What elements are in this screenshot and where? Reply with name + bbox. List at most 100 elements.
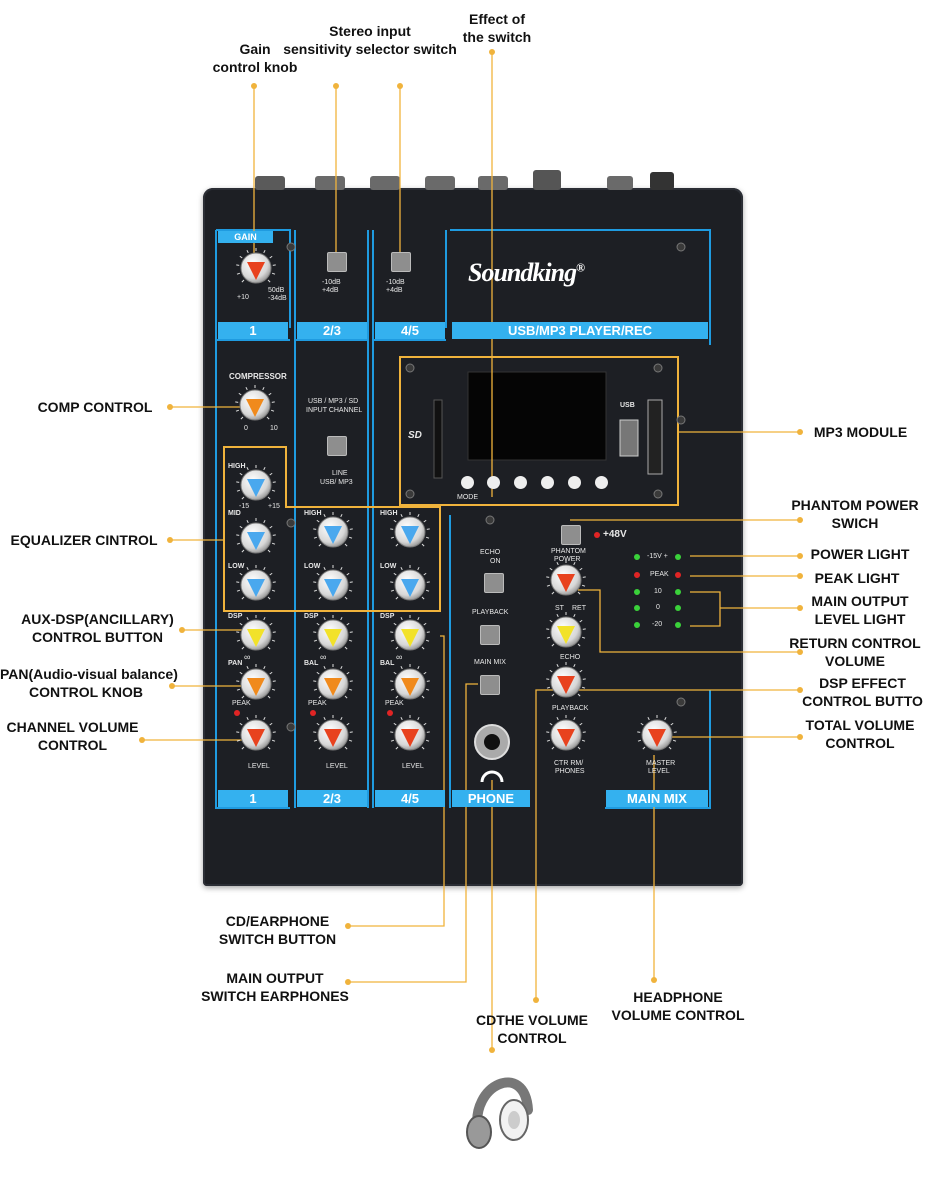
sd-label: SD [408, 430, 422, 441]
mp3-prev-button[interactable] [568, 476, 581, 489]
callout-lines [142, 52, 800, 1050]
callout-pan: PAN(Audio-visual balance) CONTROL KNOB [0, 665, 178, 701]
level-knob-45[interactable] [390, 715, 430, 751]
callout-cd-earphone: CD/EARPHONE SWITCH BUTTON [205, 912, 350, 948]
usb-mp3-label: USB/ MP3 [320, 479, 353, 486]
phantom-adjacent-st-ret-knob[interactable] [546, 560, 586, 596]
eq-scale-1-high-neg: -15 [239, 503, 250, 510]
led-meter [234, 532, 681, 716]
callout-dsp-effect-l1: DSP EFFECT [819, 675, 906, 691]
compressor-label: COMPRESSOR [229, 372, 287, 381]
callout-channel-volume: CHANNEL VOLUME CONTROL [5, 718, 140, 754]
playback-knob[interactable] [546, 662, 586, 698]
comp-scale-10: 10 [270, 425, 278, 432]
dsp-inf-45: ∞ [396, 652, 403, 662]
stereo-45-sensitivity-switch[interactable] [391, 252, 411, 272]
mp3-stop-button[interactable] [514, 476, 527, 489]
main-mix-switch[interactable] [480, 675, 500, 695]
ret-label: RET [572, 605, 586, 612]
callout-channel-volume-l1: CHANNEL VOLUME [6, 719, 139, 735]
callout-cd-volume-l1: CDTHE VOLUME [476, 1012, 588, 1028]
level-label-23: LEVEL [326, 763, 348, 770]
section-borders [215, 229, 711, 809]
eq-high-knob-45[interactable] [390, 512, 430, 548]
bottom-strip-2-3: 2/3 [297, 790, 367, 807]
echo-label: ECHO [480, 549, 501, 556]
callout-total-volume-l1: TOTAL VOLUME [805, 717, 915, 733]
gain-scale-left: +10 [237, 294, 249, 301]
dsp-knob-1[interactable] [236, 615, 276, 651]
bottom-strip-main-mix: MAIN MIX [606, 790, 708, 807]
switch-45-scale-a: -10dB [386, 279, 405, 286]
playback-switch[interactable] [480, 625, 500, 645]
ctr-rm-label: CTR RM/ [554, 760, 584, 767]
eq-high-knob-23[interactable] [313, 512, 353, 548]
eq-mid-knob-1[interactable] [236, 518, 276, 554]
callout-stereo-input-l1: Stereo input [329, 23, 411, 39]
screw [286, 242, 296, 252]
dsp-inf-1: ∞ [244, 652, 251, 662]
callout-headphone-volume-l2: VOLUME CONTROL [611, 1007, 745, 1023]
dsp-label-23: DSP [304, 613, 319, 620]
usb-input-channel-switch[interactable] [327, 436, 347, 456]
echo-return-knob[interactable] [546, 612, 586, 648]
pan-label: PAN [228, 660, 243, 667]
eq-low-knob-23[interactable] [313, 565, 353, 601]
callout-effect-switch-l1: Effect of [469, 11, 525, 27]
dsp-knob-45[interactable] [390, 615, 430, 651]
dsp-knob-23[interactable] [313, 615, 353, 651]
brand-logo: Soundking® [468, 258, 585, 288]
ctr-rm-phones-knob[interactable] [546, 715, 586, 751]
pan-knob-1[interactable] [236, 664, 276, 700]
stereo-23-sensitivity-switch[interactable] [327, 252, 347, 272]
bal-label-45: BAL [380, 660, 395, 667]
callout-phantom-power: PHANTOM POWER SWICH [780, 496, 930, 532]
meter-label-0: 0 [656, 604, 660, 611]
level-knob-1[interactable] [236, 715, 276, 751]
callout-main-output-switch-l2: SWITCH EARPHONES [201, 988, 349, 1004]
usb-input-line1: USB / MP3 / SD [308, 398, 359, 405]
bal-label-23: BAL [304, 660, 319, 667]
mp3-repeat-button[interactable] [541, 476, 554, 489]
gain-knob[interactable] [236, 248, 276, 284]
mp3-next-button[interactable] [595, 476, 608, 489]
bal-knob-45[interactable] [390, 664, 430, 700]
comp-scale-0: 0 [244, 425, 248, 432]
bottom-strip-4-5: 4/5 [375, 790, 445, 807]
phantom-power-switch[interactable] [561, 525, 581, 545]
callout-main-output-switch: MAIN OUTPUT SWITCH EARPHONES [200, 969, 350, 1005]
mp3-play-pause-button[interactable] [487, 476, 500, 489]
callout-cd-volume: CDTHE VOLUME CONTROL [462, 1011, 602, 1047]
callout-gain-l2: control knob [212, 59, 298, 75]
echo-on-switch[interactable] [484, 573, 504, 593]
callout-gain: Gain control knob [200, 40, 310, 76]
callout-effect-switch-l2: the switch [462, 29, 532, 45]
eq-low-23: LOW [304, 563, 321, 570]
switch-23-scale-b: +4dB [322, 287, 339, 294]
gain-scale-right: -34dB [268, 295, 287, 302]
master-level-label: LEVEL [648, 768, 670, 775]
st-label: ST [555, 605, 564, 612]
callout-main-output-switch-l1: MAIN OUTPUT [226, 970, 324, 986]
registered-mark: ® [576, 260, 585, 275]
compressor-knob[interactable] [235, 385, 275, 421]
bal-knob-23[interactable] [313, 664, 353, 700]
phantom-label-1: PHANTOM [551, 548, 586, 555]
eq-low-knob-45[interactable] [390, 565, 430, 601]
mp3-module-highlight [399, 356, 679, 506]
gain-header: GAIN [218, 231, 273, 243]
mp3-mode-button[interactable] [461, 476, 474, 489]
eq-low-knob-1[interactable] [236, 565, 276, 601]
callout-return-control-l2: VOLUME [825, 653, 885, 669]
screw [286, 722, 296, 732]
line-label: LINE [332, 470, 348, 477]
callout-total-volume: TOTAL VOLUME CONTROL [800, 716, 920, 752]
master-level-knob[interactable] [637, 715, 677, 751]
callout-aux-dsp: AUX-DSP(ANCILLARY) CONTROL BUTTON [10, 610, 185, 646]
level-knob-23[interactable] [313, 715, 353, 751]
screw [676, 242, 686, 252]
playback-button-label: PLAYBACK [472, 609, 509, 616]
eq-low-45: LOW [380, 563, 397, 570]
eq-high-knob-1[interactable] [236, 465, 276, 501]
